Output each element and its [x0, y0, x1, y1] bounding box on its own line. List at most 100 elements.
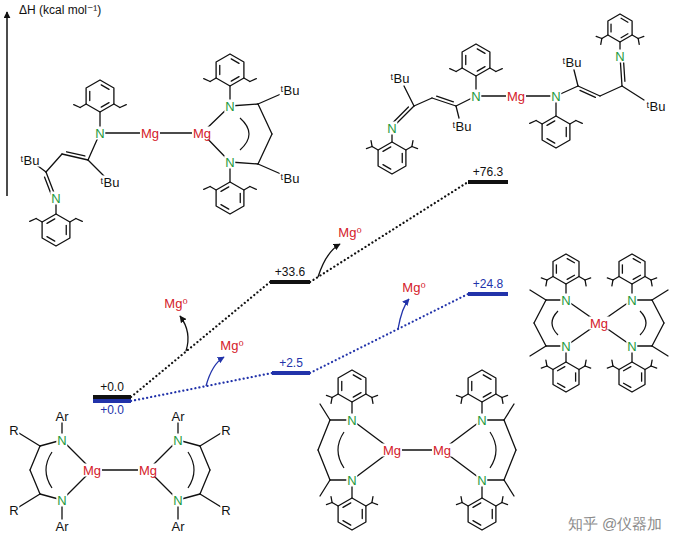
substituent: [613, 366, 619, 370]
aryl-ring: [216, 182, 244, 214]
substituent: [120, 105, 126, 108]
energy-value: +24.8: [468, 278, 508, 292]
release-label: Mg⁰: [337, 226, 362, 239]
aromatic-bond: [633, 275, 640, 279]
atom-label: Mg: [432, 444, 452, 457]
substituent: [36, 219, 42, 223]
double-bond: [393, 107, 408, 122]
atom-label: ᵗBu: [452, 120, 473, 133]
substituent: [461, 398, 462, 404]
substituent: [372, 147, 378, 151]
substituent: [541, 278, 547, 280]
atom-label: N: [614, 50, 625, 63]
watermark: 知乎 @仪器加: [567, 516, 663, 531]
substituent: [546, 360, 547, 366]
atom-label: N: [172, 434, 183, 447]
atom-label: Mg: [82, 464, 102, 477]
aromatic-bond: [547, 121, 555, 125]
substituent: [651, 278, 657, 280]
bond-line: [30, 446, 40, 470]
substituent: [502, 497, 503, 503]
energy-connector: [310, 294, 468, 373]
aromatic-bond: [547, 139, 555, 143]
energy-value: +0.0: [93, 403, 131, 417]
atom-label: Mg: [138, 464, 158, 477]
bond-line: [414, 98, 432, 106]
aromatic-bond: [383, 147, 391, 151]
release-label: Mg⁰: [401, 281, 426, 294]
substituent: [331, 398, 332, 404]
substituent: [372, 398, 373, 404]
substituent: [372, 503, 378, 505]
aryl-ring: [608, 14, 632, 42]
aryl-ring: [216, 54, 244, 86]
energy-level: +24.8: [468, 278, 508, 296]
atom-label: N: [94, 127, 105, 140]
substituent: [602, 35, 608, 39]
bond-line: [534, 323, 546, 346]
substituent: [570, 121, 576, 125]
atom-label: N: [56, 434, 67, 447]
substituent: [651, 366, 657, 368]
aromatic-bond: [341, 382, 342, 391]
substituent: [80, 104, 86, 108]
substituent: [607, 278, 613, 280]
energy-value: +2.5: [272, 357, 310, 371]
aromatic-bond: [477, 67, 485, 71]
substituent: [502, 398, 503, 404]
aromatic-bond: [219, 66, 220, 75]
atom-label: N: [470, 90, 481, 103]
aromatic-bond: [89, 92, 90, 101]
delocalization-arc: [490, 432, 496, 468]
aryl-ring: [42, 214, 70, 246]
double-bond: [623, 60, 624, 81]
substituent: [502, 395, 508, 397]
energy-level: +76.3: [468, 166, 508, 184]
aryl-ring: [542, 116, 570, 148]
aromatic-bond: [567, 259, 574, 263]
energy-connector: [131, 282, 270, 397]
substituent: [613, 277, 619, 281]
atom-label: N: [56, 494, 67, 507]
substituent: [585, 360, 586, 366]
bond-line: [652, 300, 664, 323]
atom-label: Mg: [140, 127, 160, 140]
substituent: [547, 277, 553, 281]
aromatic-bond: [624, 367, 631, 371]
aromatic-bond: [567, 275, 574, 279]
atom-label: N: [172, 494, 183, 507]
substituent: [585, 366, 591, 368]
substituent: [412, 141, 413, 147]
substituent: [332, 394, 338, 398]
substituent: [462, 394, 468, 398]
aromatic-bond: [473, 503, 481, 507]
bond-line: [88, 160, 104, 176]
bond-line: [258, 134, 272, 164]
substituent: [576, 121, 582, 124]
substituent: [450, 69, 456, 72]
atom-label: N: [626, 294, 637, 307]
substituent: [645, 277, 651, 281]
substituent: [530, 121, 536, 124]
substituent: [456, 68, 462, 72]
atom-label: ᵗBu: [646, 100, 667, 113]
substituent: [496, 69, 502, 72]
bond-line: [652, 323, 664, 346]
release-arrow: [398, 299, 409, 329]
delocalization-arc: [552, 311, 558, 335]
atom-label: Mg: [589, 317, 609, 330]
substituent: [250, 79, 256, 82]
atom-label: Mg: [382, 444, 402, 457]
substituent: [70, 219, 76, 223]
delocalization-arc: [640, 311, 646, 335]
substituent: [585, 280, 586, 286]
bond-line: [652, 290, 668, 300]
double-bond: [437, 96, 454, 102]
aromatic-bond: [621, 34, 628, 38]
atom-label: R: [220, 424, 231, 437]
substituent: [366, 394, 372, 398]
substituent: [371, 141, 372, 147]
aromatic-bond: [47, 237, 55, 241]
aromatic-bond: [231, 59, 239, 63]
